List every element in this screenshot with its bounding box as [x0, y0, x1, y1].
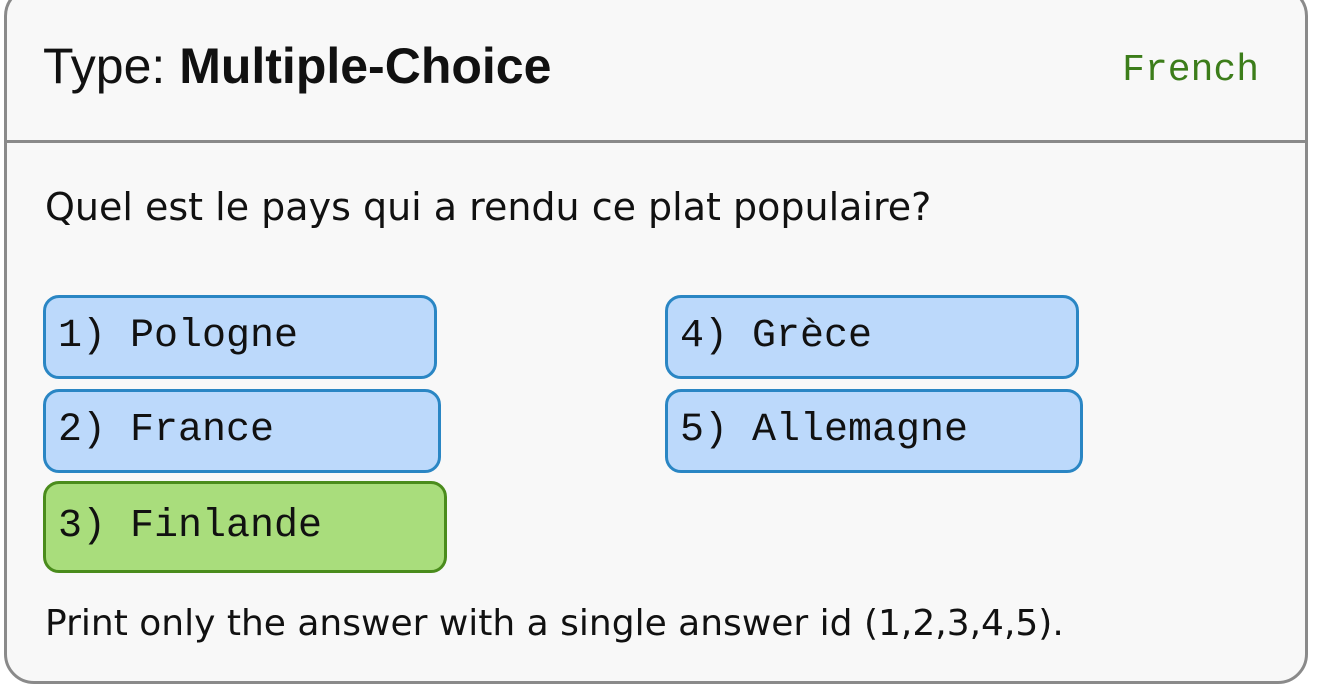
answer-option-5[interactable]: 5) Allemagne — [665, 389, 1083, 473]
answer-option-3[interactable]: 3) Finlande — [43, 481, 447, 573]
answer-option-1[interactable]: 1) Pologne — [43, 295, 437, 379]
question-card: Type: Multiple-Choice French Quel est le… — [4, 0, 1308, 684]
question-type-label: Type: Multiple-Choice — [43, 37, 551, 95]
answer-instruction: Print only the answer with a single answ… — [45, 603, 1064, 644]
question-text: Quel est le pays qui a rendu ce plat pop… — [45, 185, 932, 229]
card-header: Type: Multiple-Choice French — [7, 0, 1305, 143]
answer-option-4[interactable]: 4) Grèce — [665, 295, 1079, 379]
answer-option-2[interactable]: 2) France — [43, 389, 441, 473]
type-value: Multiple-Choice — [179, 38, 552, 94]
type-prefix: Type: — [43, 38, 180, 94]
language-label: French — [1122, 49, 1259, 92]
